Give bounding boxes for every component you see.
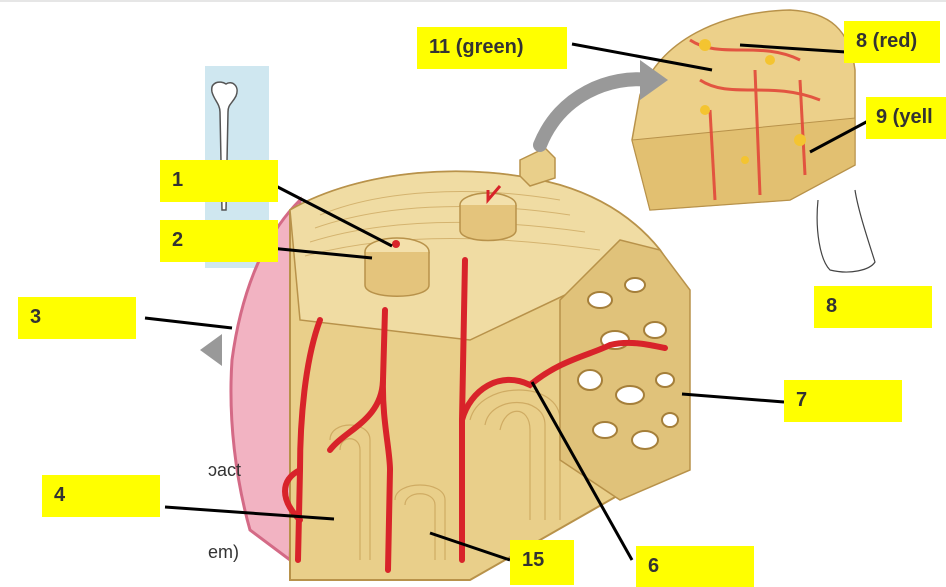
label-8-red: 8 (red)	[844, 21, 940, 63]
label-8: 8	[814, 286, 932, 328]
compact-bone-caption-fragment: ɔact	[208, 460, 242, 480]
leader-4	[164, 505, 335, 521]
label-2: 2	[160, 220, 278, 262]
label-9-yellow: 9 (yell	[866, 97, 946, 139]
label-7: 7	[784, 380, 902, 422]
label-11-green: 11 (green)	[417, 27, 567, 69]
spongy-bone	[559, 239, 691, 501]
leader-2	[269, 246, 373, 260]
leader-1	[269, 181, 393, 248]
label-1: 1	[160, 160, 278, 202]
magnify-arrow-icon	[533, 72, 657, 152]
magnify-arrowhead-icon	[640, 60, 668, 100]
leader-8red	[739, 43, 847, 54]
blood-vessels	[282, 257, 668, 573]
leader-6	[530, 381, 634, 561]
leader-15	[429, 531, 511, 562]
inset-trabeculae	[631, 9, 876, 273]
leader-7	[681, 392, 785, 404]
leader-3	[144, 316, 233, 330]
label-15: 15	[510, 540, 574, 585]
leader-9	[809, 118, 871, 154]
label-6: 6	[636, 546, 754, 587]
leader-lines	[144, 42, 871, 562]
system-caption-fragment: em)	[208, 542, 239, 562]
leader-11	[571, 42, 713, 72]
left-arrow-icon	[200, 334, 222, 366]
label-3: 3	[18, 297, 136, 339]
label-4: 4	[42, 475, 160, 517]
